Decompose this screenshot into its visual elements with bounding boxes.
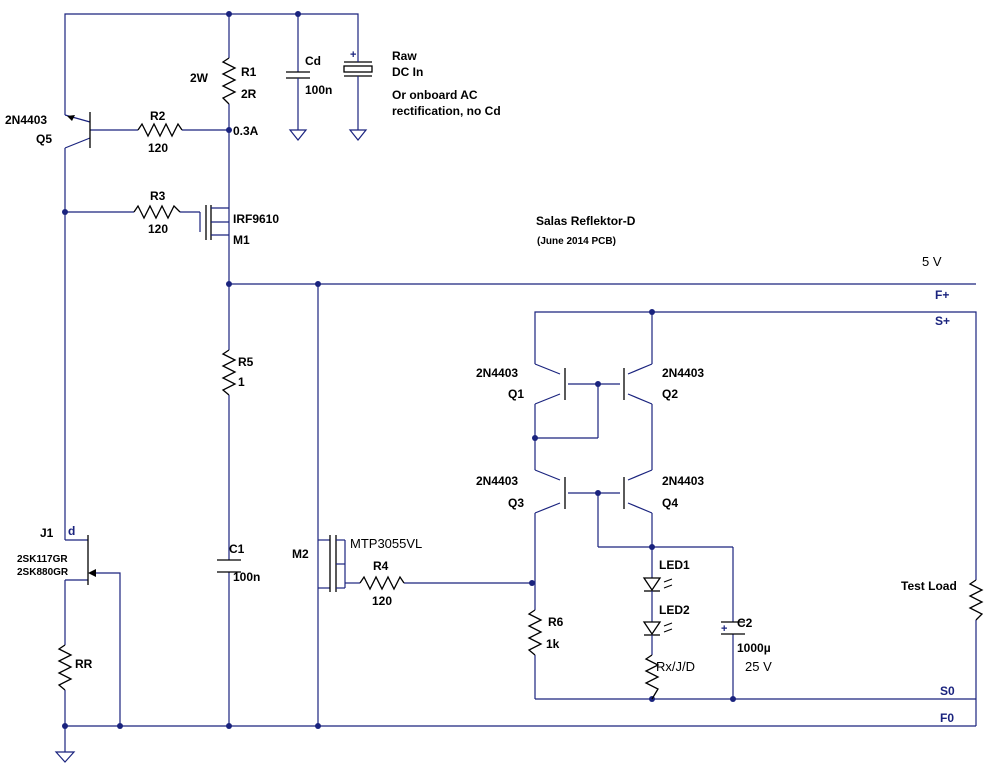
m2-part-label: MTP3055VL <box>350 536 422 551</box>
led1-label: LED1 <box>659 558 690 572</box>
r3-value-label: 120 <box>148 222 168 236</box>
r2-value-label: 120 <box>148 141 168 155</box>
cd-value-label: 100n <box>305 83 332 97</box>
r6-resistor <box>527 609 543 656</box>
r1-resistor <box>221 57 237 105</box>
r2-resistor <box>137 122 183 138</box>
voltage-25v-label: 25 V <box>745 659 772 674</box>
junction-dot <box>226 11 232 17</box>
j1-pin-label: d <box>68 524 75 538</box>
q1-part-label: 2N4403 <box>476 366 518 380</box>
ground-symbol <box>348 129 368 141</box>
supply-note-line4: rectification, no Cd <box>392 104 501 118</box>
port-s-zero: S0 <box>940 684 955 698</box>
test-load-label: Test Load <box>901 579 957 593</box>
r1-power-label: 2W <box>190 71 209 85</box>
m1-ref-label: M1 <box>233 233 250 247</box>
junction-dot <box>315 723 321 729</box>
junction-dot <box>62 723 68 729</box>
m1-part-label: IRF9610 <box>233 212 279 226</box>
port-f-plus: F+ <box>935 288 949 302</box>
r5-resistor <box>221 349 237 396</box>
r3-resistor <box>133 204 181 220</box>
r1-ref-label: R1 <box>241 65 257 79</box>
supply-note-line3: Or onboard AC <box>392 88 478 102</box>
r4-ref-label: R4 <box>373 559 389 573</box>
q5-ref-label: Q5 <box>36 132 52 146</box>
rr-label: RR <box>75 657 93 671</box>
svg-text:+: + <box>721 623 727 635</box>
junction-dot <box>117 723 123 729</box>
port-s-plus: S+ <box>935 314 950 328</box>
led2-diode <box>642 621 673 640</box>
m1-mosfet <box>205 205 230 240</box>
junction-dot <box>595 490 601 496</box>
dc-source: + <box>343 49 373 80</box>
q4-part-label: 2N4403 <box>662 474 704 488</box>
c1-capacitor <box>217 559 241 573</box>
j1-part2-label: 2SK880GR <box>17 567 69 578</box>
svg-text:+: + <box>350 49 356 61</box>
junction-dot <box>226 127 232 133</box>
junction-dot <box>595 381 601 387</box>
q3-part-label: 2N4403 <box>476 474 518 488</box>
rx-label: Rx/J/D <box>656 659 695 674</box>
q2-part-label: 2N4403 <box>662 366 704 380</box>
junction-dot <box>529 580 535 586</box>
ground-symbol <box>54 751 76 763</box>
supply-raw-label: Raw <box>392 49 417 63</box>
c2-capacitor: + <box>721 621 745 635</box>
c1-value-label: 100n <box>233 570 260 584</box>
cd-ref-label: Cd <box>305 54 321 68</box>
junction-dot <box>226 723 232 729</box>
led2-label: LED2 <box>659 603 690 617</box>
q2-ref-label: Q2 <box>662 387 678 401</box>
q3-ref-label: Q3 <box>508 496 524 510</box>
junction-dot <box>295 11 301 17</box>
r6-ref-label: R6 <box>548 615 564 629</box>
r5-ref-label: R5 <box>238 355 254 369</box>
m2-mosfet <box>329 535 346 592</box>
c1-ref-label: C1 <box>229 542 245 556</box>
diagram-subtitle: (June 2014 PCB) <box>537 236 616 247</box>
r1-value-label: 2R <box>241 87 257 101</box>
m2-ref-label: M2 <box>292 547 309 561</box>
junction-dot <box>649 309 655 315</box>
voltage-5v-label: 5 V <box>922 254 942 269</box>
r4-value-label: 120 <box>372 594 392 608</box>
junction-dot <box>226 281 232 287</box>
r3-ref-label: R3 <box>150 189 166 203</box>
junctions <box>62 11 736 729</box>
r1-current-label: 0.3A <box>233 124 259 138</box>
ground-symbol <box>288 129 308 141</box>
r6-value-label: 1k <box>546 637 560 651</box>
q5-part-label: 2N4403 <box>5 113 47 127</box>
junction-dot <box>649 544 655 550</box>
r5-value-label: 1 <box>238 375 245 389</box>
q5-transistor <box>67 112 91 148</box>
junction-dot <box>62 209 68 215</box>
junction-dot <box>730 696 736 702</box>
led1-diode <box>642 577 673 595</box>
q4-ref-label: Q4 <box>662 496 678 510</box>
j1-part1-label: 2SK117GR <box>17 554 68 565</box>
port-f-zero: F0 <box>940 711 954 725</box>
cd-capacitor <box>286 71 310 86</box>
junction-dot <box>532 435 538 441</box>
rx-resistor <box>644 654 660 700</box>
junction-dot <box>315 281 321 287</box>
c2-ref-label: C2 <box>737 616 753 630</box>
j1-ref-label: J1 <box>40 526 54 540</box>
j1-jfet <box>87 535 96 585</box>
test-load-resistor <box>968 579 984 621</box>
rr-resistor <box>57 644 73 691</box>
r2-ref-label: R2 <box>150 109 166 123</box>
diagram-title: Salas Reflektor-D <box>536 214 636 228</box>
wires <box>64 13 977 752</box>
supply-dcin-label: DC In <box>392 65 423 79</box>
c2-value-label: 1000µ <box>737 641 771 655</box>
q1-ref-label: Q1 <box>508 387 524 401</box>
r4-resistor <box>359 575 405 591</box>
